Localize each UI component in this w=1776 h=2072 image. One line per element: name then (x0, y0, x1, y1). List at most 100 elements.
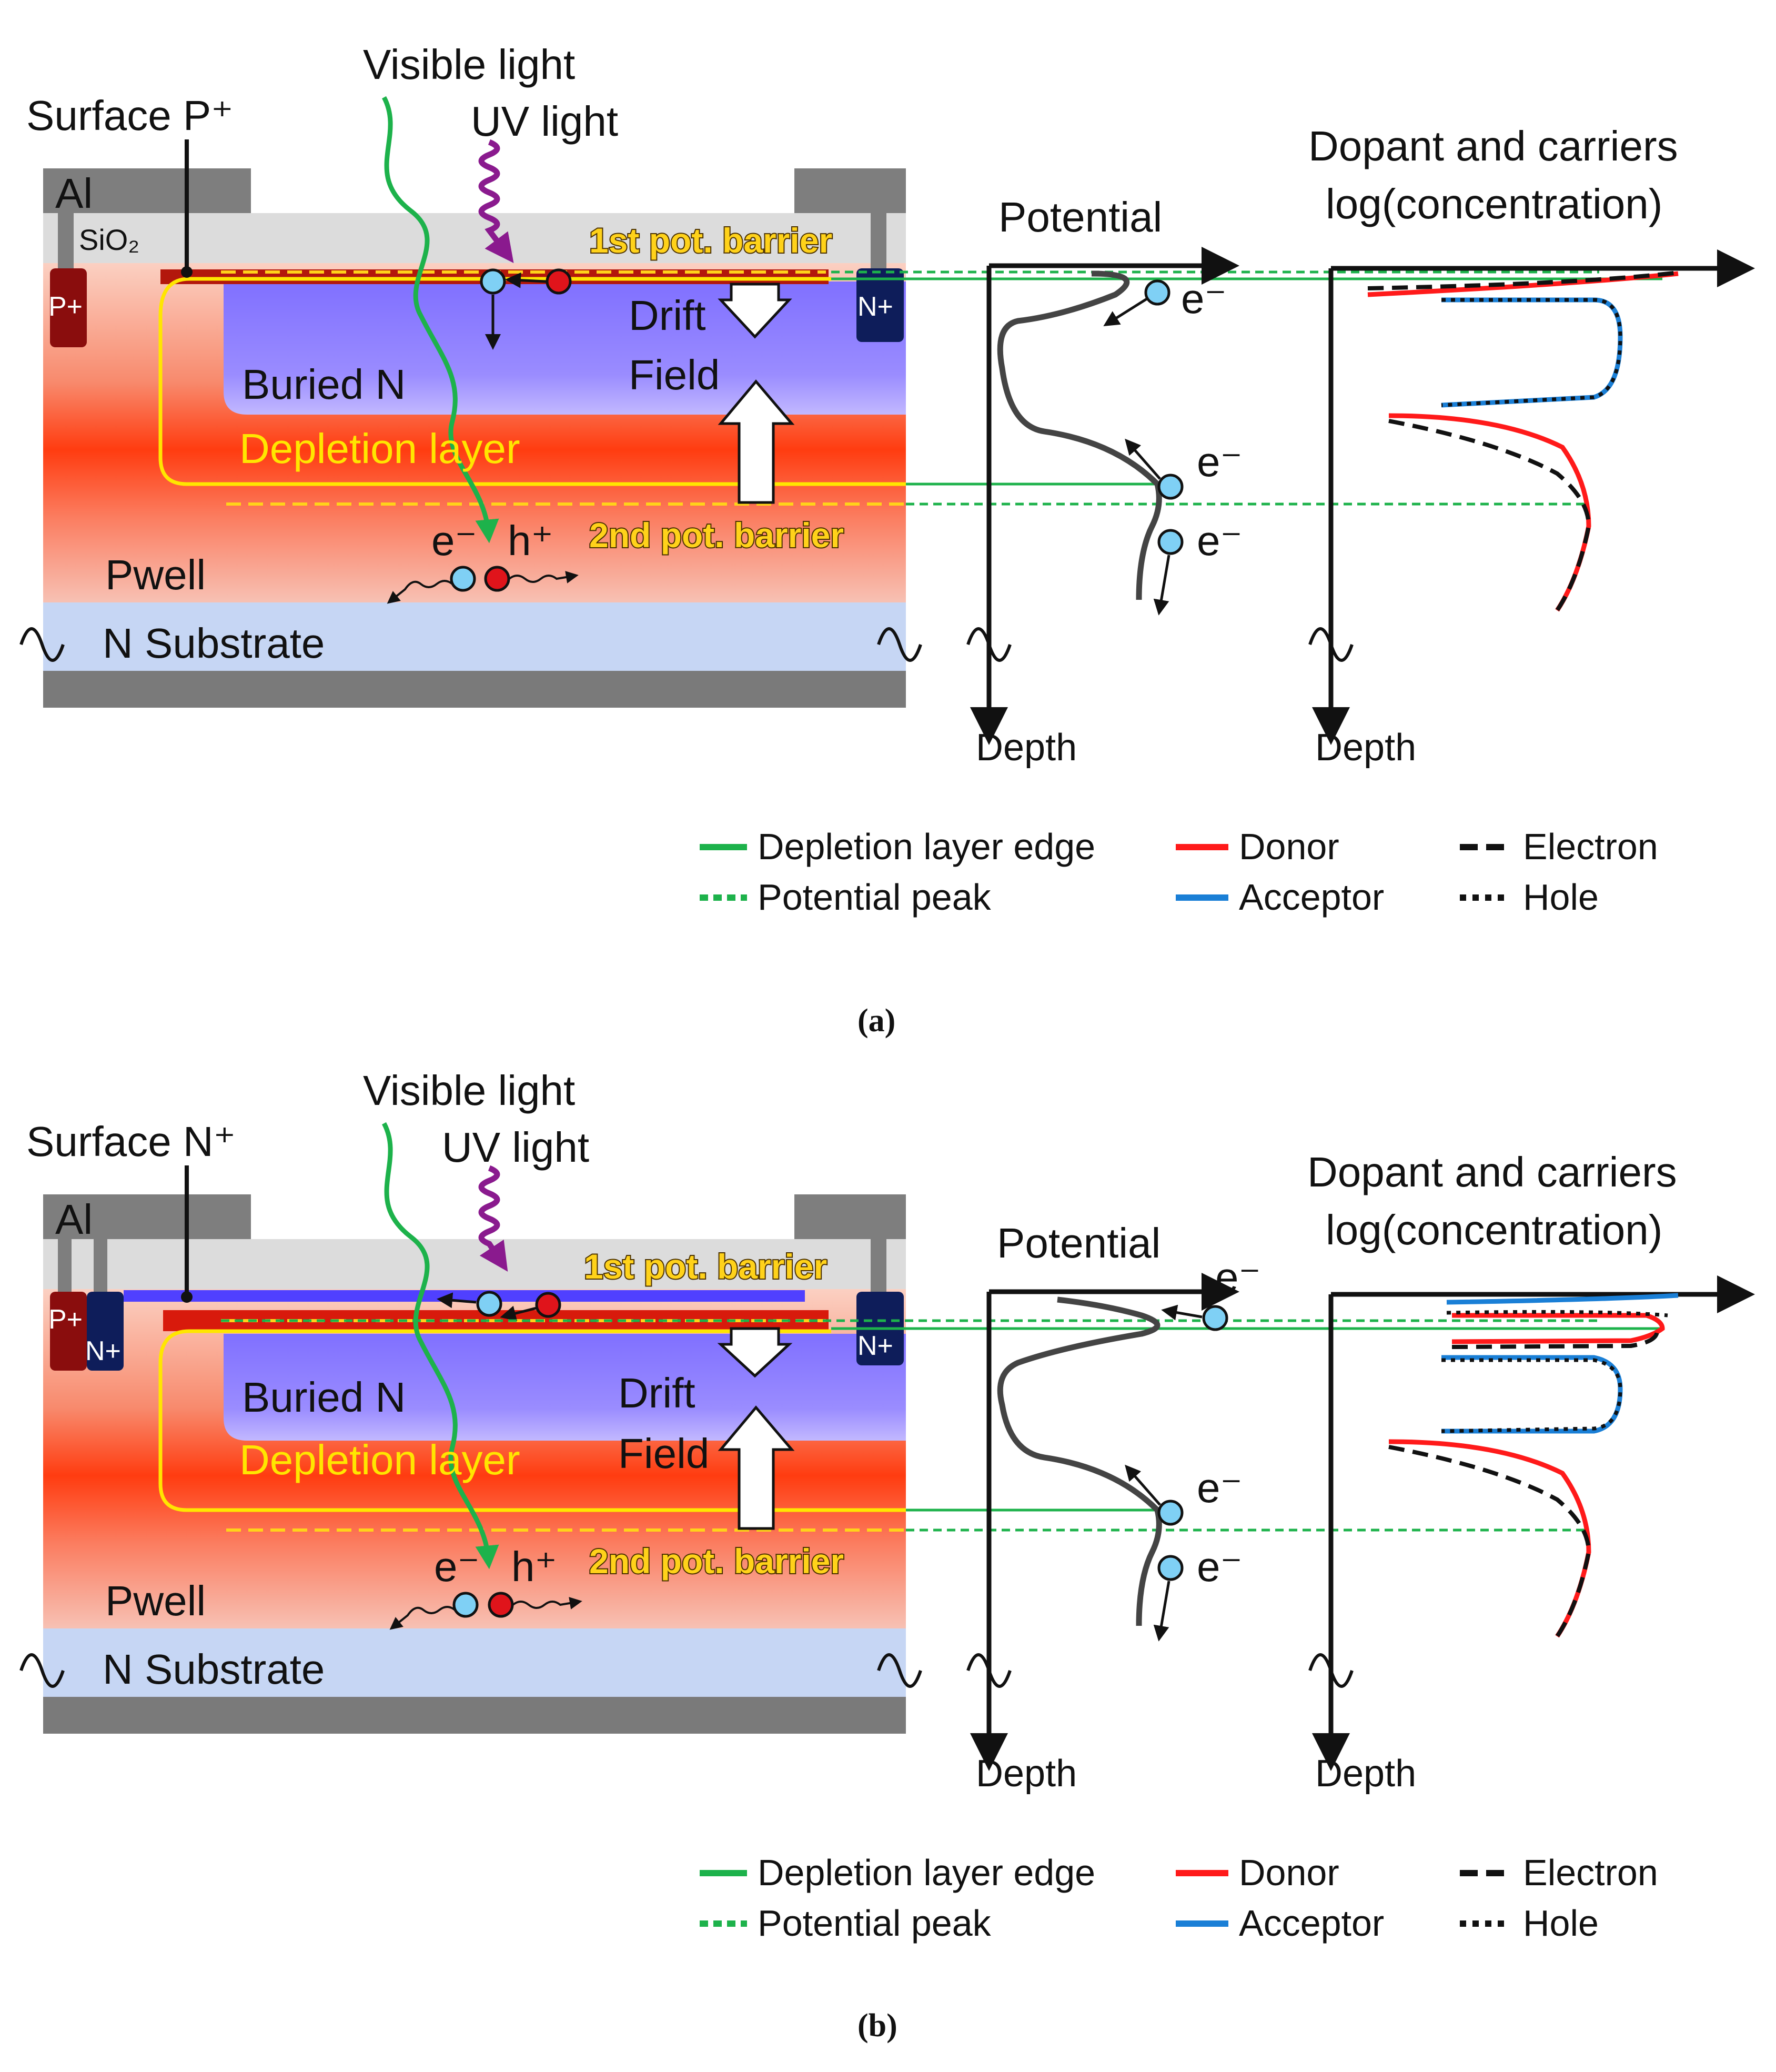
surface-label-a: Surface P⁺ (26, 92, 234, 139)
donor-curve-buried-b (1388, 1439, 1591, 1638)
legend-donor-label-b: Donor (1239, 1852, 1339, 1893)
electron-potential-low-a (1157, 529, 1184, 555)
potential-break-b (966, 1653, 1012, 1688)
electron-label-pot-mid-b: e⁻ (1197, 1464, 1243, 1511)
legend-hole-label-a: Hole (1523, 877, 1599, 918)
legend-depletion-label-a: Depletion layer edge (758, 826, 1095, 867)
hole-diffuse-a (508, 571, 579, 584)
concentration-break-b (1308, 1653, 1354, 1688)
break-mark-left-b (19, 1653, 65, 1688)
electron-arrow-mid-b (1125, 1464, 1161, 1506)
electron-potential-top-b (1202, 1305, 1228, 1331)
potential-break-a (966, 627, 1012, 662)
device-cross-section-b (19, 1122, 922, 1734)
donor-curve-buried-a (1388, 413, 1591, 612)
hole-curve-surface-b (1446, 1310, 1668, 1317)
legend-acceptor-label-a: Acceptor (1239, 877, 1384, 918)
pwell-label-b: Pwell (105, 1577, 206, 1624)
p-plus-contact-b (50, 1292, 87, 1371)
electron-potential-low-b (1157, 1555, 1184, 1581)
depth-label-concentration-a: Depth (1315, 727, 1416, 769)
p-plus-label-b: P+ (48, 1304, 83, 1335)
electron-diffuse-b (389, 1606, 456, 1630)
electron-arrow-low-a (1153, 555, 1170, 616)
al-via-left (58, 210, 74, 268)
concentration-title-2-b: log(concentration) (1326, 1206, 1662, 1253)
electron-label-pot-top-b: e⁻ (1215, 1254, 1261, 1301)
n-substrate-label-a: N Substrate (103, 620, 325, 667)
surface-lead-dot-a (181, 266, 193, 278)
drift-arrow-up-a (718, 379, 795, 504)
hole-label-deep-b: h⁺ (511, 1543, 557, 1590)
depletion-layer-label-b: Depletion layer (239, 1436, 520, 1483)
electron-label-pot-mid-a: e⁻ (1197, 438, 1243, 485)
depletion-layer-edge-a (158, 277, 906, 486)
electron-label-deep-b: e⁻ (434, 1543, 480, 1590)
drift-label-a: Drift (629, 292, 706, 339)
depth-label-concentration-b: Depth (1315, 1753, 1416, 1795)
al-via-right-b (871, 1236, 886, 1294)
n-plus-label-a: N+ (857, 291, 893, 322)
legend-peak-label-b: Potential peak (758, 1903, 992, 1944)
n-substrate-region (43, 602, 906, 671)
pwell-label-a: Pwell (105, 551, 206, 598)
buried-n-label-a: Buried N (242, 361, 406, 408)
device-cross-section-a (19, 96, 922, 708)
n-substrate-label-b: N Substrate (103, 1646, 325, 1693)
n-plus-contact-left-b (87, 1292, 124, 1371)
uv-light-label-a: UV light (471, 98, 618, 145)
n-plus-contact (856, 268, 904, 342)
electron-label-deep-a: e⁻ (431, 517, 477, 564)
acceptor-curve-a (1441, 297, 1623, 408)
field-label-a: Field (629, 351, 720, 398)
sio2-label-a: SiO₂ (79, 223, 139, 256)
hole-label-deep-a: h⁺ (508, 517, 553, 564)
drift-arrow-down-a (718, 283, 792, 339)
legend-peak-label-a: Potential peak (758, 877, 992, 918)
drift-label-b: Drift (618, 1370, 695, 1416)
hole-diffuse-b (512, 1597, 582, 1610)
electron-surface-b (476, 1291, 502, 1317)
drift-arrow-up-b (718, 1405, 795, 1530)
electron-curve-buried-a (1388, 419, 1591, 612)
break-mark-right-b (877, 1653, 922, 1688)
legend-donor-label-a: Donor (1239, 826, 1339, 867)
electron-curve-surface-a (1367, 270, 1679, 290)
uv-light-label-b: UV light (442, 1124, 589, 1171)
hole-curve-b (1441, 1358, 1622, 1433)
caption-a: (a) (857, 1003, 895, 1039)
n-substrate-region-b (43, 1628, 906, 1697)
depth-label-potential-a: Depth (976, 727, 1077, 769)
electron-label-pot-low-a: e⁻ (1197, 517, 1243, 564)
al-via-left-1-b (58, 1236, 72, 1294)
concentration-graph-b (1308, 1275, 1755, 1771)
concentration-title-2-a: log(concentration) (1326, 180, 1662, 227)
electron-arrow-low-b (1153, 1581, 1170, 1642)
buried-n-region-b (224, 1334, 906, 1441)
potential-graph-b (966, 1273, 1239, 1771)
break-mark-right-a (877, 627, 922, 662)
substrate-metal-b (43, 1697, 906, 1734)
al-label-a: Al (55, 170, 93, 217)
second-barrier-label-b: 2nd pot. barrier (589, 1542, 844, 1581)
field-label-b: Field (618, 1430, 709, 1477)
hole-deep-b (488, 1592, 514, 1618)
legend-electron-label-a: Electron (1523, 826, 1658, 867)
second-barrier-label-a: 2nd pot. barrier (589, 516, 844, 555)
panel-b: Visible light UV light Surface N⁺ Al P+ … (19, 1067, 1755, 2044)
electron-arrow-top-b (1161, 1304, 1203, 1321)
uv-light-wave-b (478, 1165, 508, 1272)
break-mark-left-a (19, 627, 65, 662)
potential-curve-b (997, 1296, 1162, 1626)
al-contact-left (43, 168, 251, 213)
hole-surface-b (535, 1292, 561, 1318)
uv-light-wave-a (478, 139, 514, 263)
al-label-b: Al (55, 1196, 93, 1243)
caption-b: (b) (857, 2008, 897, 2044)
buried-n-label-b: Buried N (242, 1374, 406, 1421)
potential-curve-a (997, 270, 1162, 600)
concentration-title-1-b: Dopant and carriers (1307, 1149, 1677, 1195)
legend-acceptor-label-b: Acceptor (1239, 1903, 1384, 1944)
legend-a: Depletion layer edge Potential peak Dono… (700, 826, 1658, 918)
